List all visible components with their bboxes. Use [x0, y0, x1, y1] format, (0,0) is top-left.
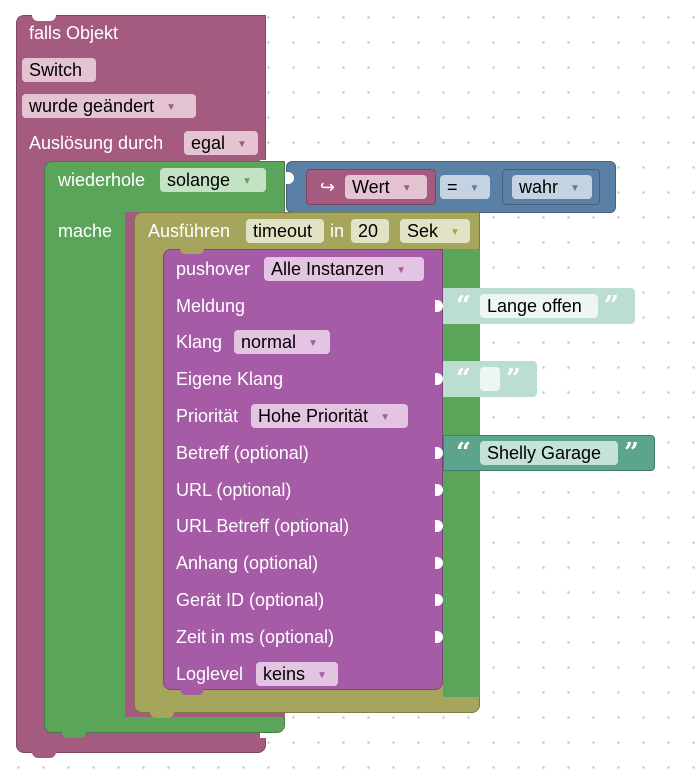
loop-do-label: mache	[58, 221, 113, 241]
timeout-type-field[interactable]: timeout	[246, 219, 324, 243]
attachment-label: Anhang (optional)	[176, 553, 319, 573]
custom-sound-text-field[interactable]	[480, 367, 500, 391]
subject-text-value: Shelly Garage	[487, 443, 602, 463]
device-label: Gerät ID (optional)	[176, 590, 325, 610]
timeout-unit-label: Sek	[407, 221, 439, 241]
timeout-delay-input[interactable]: 20	[351, 219, 389, 243]
timeout-label: Ausführen	[148, 221, 231, 241]
object-field-label: Switch	[29, 60, 83, 80]
event-block-top-notch	[32, 15, 56, 21]
variable-arrow-icon: ↪	[320, 177, 336, 197]
loop-mode-label: solange	[167, 170, 231, 190]
operator-label: =	[447, 177, 458, 197]
message-label: Meldung	[176, 296, 246, 316]
trigger-dropdown-label: wurde geändert	[29, 96, 155, 116]
priority-label: Priorität	[176, 406, 239, 426]
loop-mode-dropdown[interactable]: solange ▼	[160, 168, 266, 192]
operator-dropdown[interactable]: = ▼	[440, 175, 490, 199]
attachment-input-notch	[435, 557, 443, 569]
pushover-top-notch	[180, 249, 204, 254]
url-input-notch	[435, 484, 443, 496]
loglevel-dropdown-label: keins	[263, 664, 306, 684]
trigger-by-dropdown[interactable]: egal ▼	[184, 131, 258, 155]
chevron-down-icon: ▼	[401, 183, 412, 194]
time-label: Zeit in ms (optional)	[176, 627, 335, 647]
loop-label: wiederhole	[58, 170, 146, 190]
instance-dropdown[interactable]: Alle Instanzen ▼	[264, 257, 424, 281]
chevron-down-icon: ▼	[469, 183, 480, 194]
timeout-type-label: timeout	[253, 221, 313, 241]
pushover-block[interactable]	[163, 249, 443, 690]
sound-dropdown[interactable]: normal ▼	[234, 330, 330, 354]
chevron-down-icon: ▼	[450, 227, 460, 238]
pushover-label: pushover	[176, 259, 251, 279]
subject-label: Betreff (optional)	[176, 443, 309, 463]
time-input-notch	[435, 631, 443, 643]
timeout-in-label: in	[330, 221, 345, 241]
loglevel-label: Loglevel	[176, 664, 244, 684]
timeout-unit-dropdown[interactable]: Sek ▼	[400, 219, 470, 243]
sound-dropdown-label: normal	[241, 332, 297, 352]
sound-label: Klang	[176, 332, 223, 352]
priority-dropdown[interactable]: Hohe Priorität ▼	[251, 404, 408, 428]
chevron-down-icon: ▼	[380, 412, 390, 423]
loglevel-dropdown[interactable]: keins ▼	[256, 662, 338, 686]
url-title-input-notch	[435, 520, 443, 532]
close-quote-icon: ”	[604, 291, 619, 321]
device-input-notch	[435, 594, 443, 606]
priority-dropdown-label: Hohe Priorität	[258, 406, 369, 426]
trigger-dropdown[interactable]: wurde geändert ▼	[22, 94, 196, 118]
compare-block-input-notch	[286, 172, 294, 184]
open-quote-icon: “	[456, 438, 471, 468]
boolean-dropdown[interactable]: wahr ▼	[512, 175, 592, 199]
boolean-label: wahr	[519, 177, 559, 197]
chevron-down-icon: ▼	[237, 139, 247, 150]
chevron-down-icon: ▼	[317, 670, 327, 681]
url-label: URL (optional)	[176, 480, 292, 500]
url-title-label: URL Betreff (optional)	[176, 516, 350, 536]
subject-input-notch	[435, 447, 443, 459]
chevron-down-icon: ▼	[308, 338, 318, 349]
chevron-down-icon: ▼	[242, 176, 252, 187]
pushover-bottom-tab	[180, 689, 204, 695]
chevron-down-icon: ▼	[166, 102, 177, 113]
open-quote-icon: “	[456, 364, 471, 394]
variable-dropdown[interactable]: Wert ▼	[345, 175, 427, 199]
loop-bottom-tab	[62, 732, 86, 738]
variable-dropdown-label: Wert	[352, 177, 390, 197]
chevron-down-icon: ▼	[570, 183, 580, 194]
trigger-by-dropdown-label: egal	[191, 133, 226, 153]
event-title: falls Objekt	[29, 23, 119, 43]
event-bottom-tab	[32, 752, 56, 758]
chevron-down-icon: ▼	[396, 265, 406, 276]
trigger-by-label: Auslösung durch	[29, 133, 164, 153]
close-quote-icon: ”	[506, 364, 521, 394]
custom-sound-input-notch	[435, 373, 443, 385]
open-quote-icon: “	[456, 291, 471, 321]
timeout-delay-value: 20	[358, 221, 379, 241]
message-input-notch	[435, 300, 443, 312]
object-field[interactable]: Switch	[22, 58, 96, 82]
timeout-bottom-tab	[150, 712, 174, 718]
instance-label: Alle Instanzen	[271, 259, 385, 279]
custom-sound-label: Eigene Klang	[176, 369, 284, 389]
message-text-value: Lange offen	[487, 296, 582, 316]
close-quote-icon: ”	[624, 438, 639, 468]
subject-text-field[interactable]: Shelly Garage	[480, 441, 618, 465]
message-text-field[interactable]: Lange offen	[480, 294, 598, 318]
